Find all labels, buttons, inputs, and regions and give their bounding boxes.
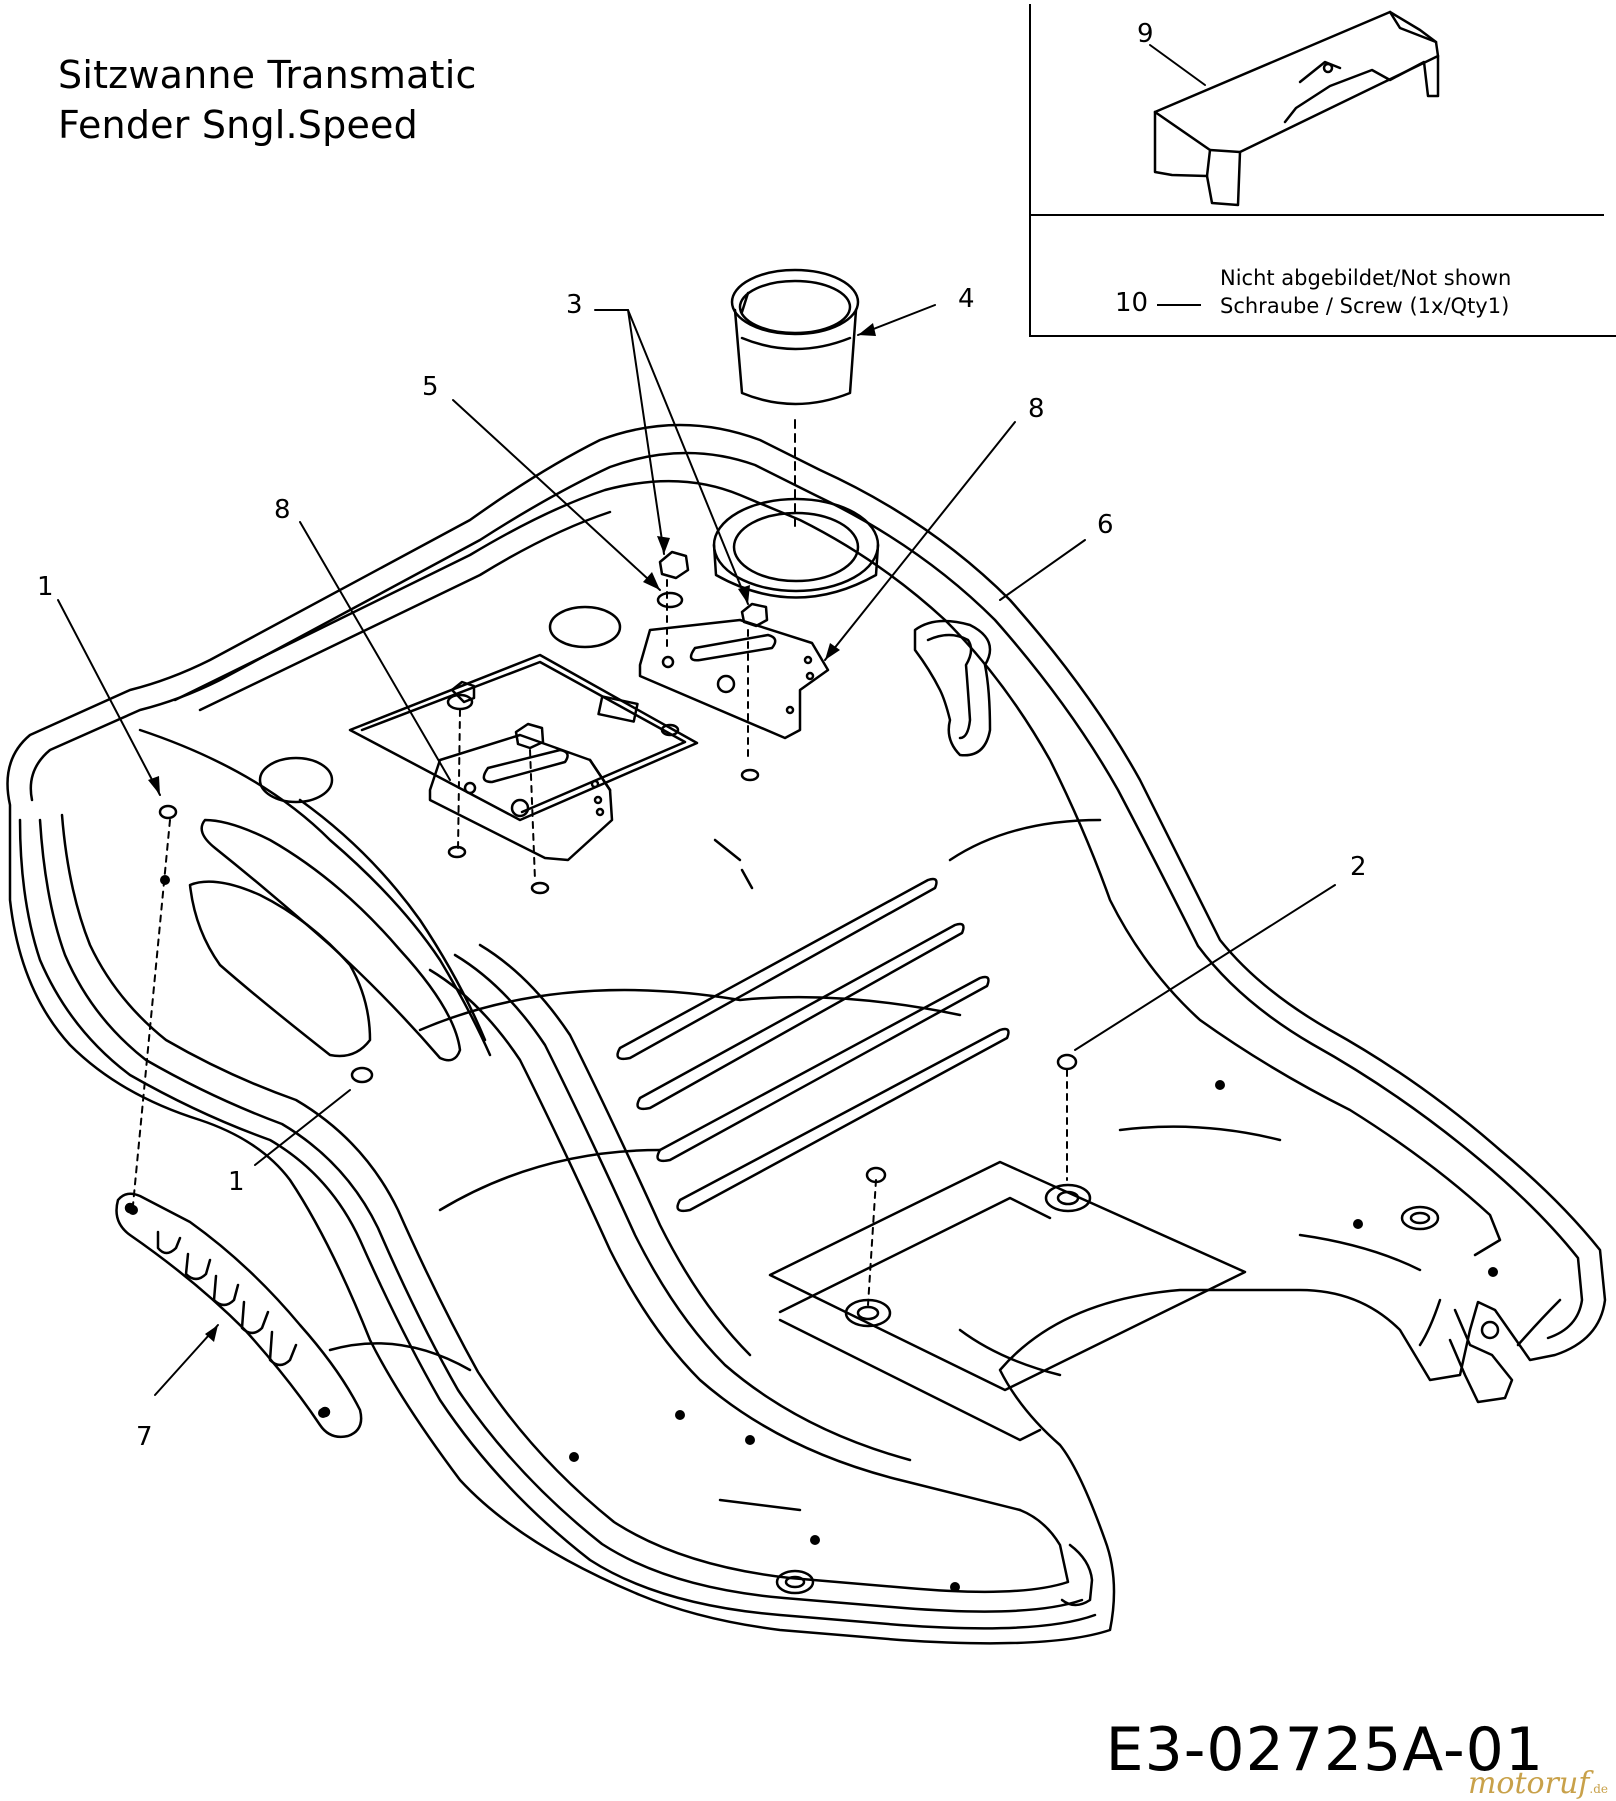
callout-2: 2	[1350, 852, 1367, 882]
callout-9: 9	[1137, 19, 1154, 49]
callout-4: 4	[958, 284, 975, 314]
filler-opening	[712, 497, 880, 599]
bolt-leaders	[132, 579, 1068, 1306]
callout-3: 3	[566, 290, 583, 320]
callout-10-leader	[1157, 304, 1201, 306]
callout-6: 6	[1097, 510, 1114, 540]
callout-1-bottom: 1	[228, 1167, 245, 1197]
callout-1-top: 1	[37, 572, 54, 602]
diagram-title-line1: Sitzwanne Transmatic	[58, 53, 477, 97]
inset-box	[1029, 4, 1616, 337]
inset-note-screw: Schraube / Screw (1x/Qty1)	[1220, 294, 1510, 318]
inset-note-not-shown: Nicht abgebildet/Not shown	[1220, 266, 1512, 290]
part-9-bracket	[1153, 10, 1440, 207]
washers	[158, 723, 1092, 1328]
part-7-rack	[115, 1192, 363, 1439]
watermark-suffix: .de	[1589, 1782, 1608, 1796]
diagram-title-line2: Fender Sngl.Speed	[58, 103, 418, 147]
callout-leaders	[57, 44, 1336, 1396]
callout-7: 7	[136, 1422, 153, 1452]
mounting-holes	[128, 875, 1498, 1592]
watermark-text: motoruf	[1467, 1766, 1590, 1801]
inset-divider	[1029, 214, 1604, 216]
callout-8-right: 8	[1028, 394, 1045, 424]
part-3-nuts	[446, 550, 769, 750]
part-8-bracket-left	[428, 733, 614, 862]
part-4-cap	[730, 268, 860, 531]
part-8-bracket-right	[638, 618, 830, 740]
callout-10: 10	[1115, 288, 1149, 318]
callout-5: 5	[422, 372, 439, 402]
drawing-number: E3-02725A-01	[1105, 1715, 1544, 1785]
callout-8-left: 8	[274, 495, 291, 525]
part-6-fender	[6, 423, 1607, 1645]
arrow-heads	[148, 323, 876, 1342]
watermark-logo: motoruf.de	[1468, 1766, 1608, 1801]
